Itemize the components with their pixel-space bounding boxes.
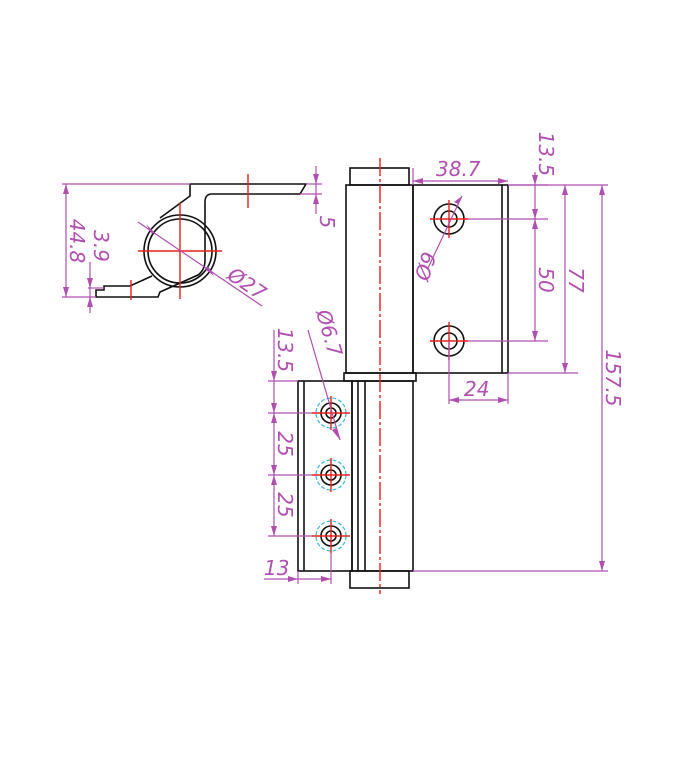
lower-hole-2 — [312, 458, 350, 492]
arrow — [146, 224, 154, 234]
arrow — [87, 278, 93, 288]
dim-upper-top-offset: 13.5 — [534, 132, 558, 177]
arrow — [206, 266, 214, 276]
lower-knuckle — [351, 380, 414, 572]
dim-upper-hole-dia: Ø9 — [410, 249, 442, 284]
front-view — [297, 158, 509, 594]
lower-leaf — [297, 380, 353, 572]
leader-dia-27 — [137, 221, 263, 307]
dim-side-flange: 5 — [315, 216, 339, 229]
dim-side-offset: 3.9 — [89, 230, 113, 262]
upper-hole-1 — [430, 200, 468, 238]
dim-upper-hole-offset: 24 — [464, 377, 489, 401]
dim-total-height: 157.5 — [601, 349, 625, 406]
lower-hole-3 — [312, 519, 350, 553]
dim-side-overall-height: 44.8 — [65, 219, 89, 264]
side-bracket-outline — [95, 183, 308, 298]
arrow — [313, 194, 319, 204]
dim-upper-leaf-height: 77 — [564, 267, 588, 293]
dim-lower-spacing-1: 25 — [273, 431, 297, 456]
dim-lower-hole-dia: Ø6.7 — [311, 306, 348, 360]
arrow — [87, 297, 93, 307]
dim-lower-spacing-2: 25 — [273, 492, 297, 517]
arrow — [63, 287, 69, 297]
upper-leaf — [412, 184, 503, 374]
arrow — [63, 184, 69, 194]
front-dimensions: 38.7 13.5 50 77 157.5 Ø9 — [264, 132, 625, 584]
side-view: 44.8 3.9 5 Ø27 — [62, 166, 339, 313]
dim-lower-top-offset: 13.5 — [273, 328, 297, 373]
dim-upper-hole-spacing: 50 — [534, 267, 558, 292]
lower-hole-1 — [312, 396, 350, 430]
arrow — [313, 174, 319, 184]
side-bracket-neck — [159, 184, 191, 219]
dim-upper-width: 38.7 — [436, 157, 481, 181]
dim-barrel-diameter: Ø27 — [222, 262, 271, 306]
dim-lower-hole-offset: 13 — [264, 556, 289, 580]
